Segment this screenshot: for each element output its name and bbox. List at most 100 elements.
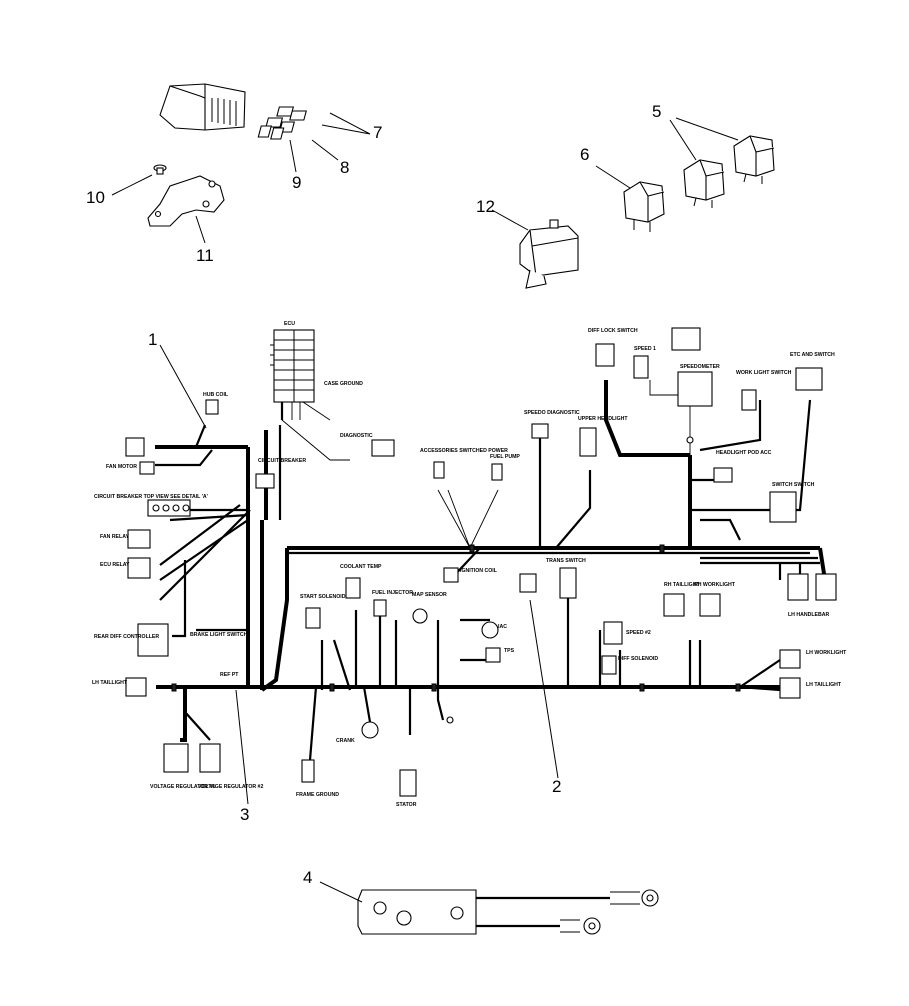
- label-diff-solenoid: DIFF SOLENOID: [618, 656, 658, 662]
- label-voltage-regulator-2: VOLTAGE REGULATOR #2: [198, 784, 263, 790]
- map-sensor: [412, 608, 428, 624]
- crank-sensor: [361, 721, 379, 739]
- rear-diff-controller: [137, 623, 169, 657]
- label-fuel-pump: FUEL PUMP: [490, 454, 520, 460]
- leader-4: [319, 881, 363, 903]
- fan-relay: [127, 529, 151, 549]
- lh-worklight-connector: [779, 649, 801, 669]
- label-tps: TPS: [504, 648, 515, 654]
- label-circuit-breaker: CIRCUIT BREAKER: [258, 458, 306, 464]
- start-solenoid: [305, 607, 321, 629]
- label-trans-switch: TRANS SWITCH: [546, 558, 586, 564]
- frame-ground-connector: [301, 759, 315, 783]
- lh-handlebar-connector: [787, 573, 837, 601]
- label-fuel-injector: FUEL INJECTOR: [372, 590, 413, 596]
- leader-10: [111, 174, 153, 196]
- callout-4: 4: [303, 868, 312, 887]
- work-light-switch: [741, 389, 757, 411]
- terminal-part-7-8-9: [257, 106, 307, 140]
- harness-main-trunks: [155, 330, 827, 761]
- stator-connector: [399, 769, 417, 797]
- label-circuit-breaker-top: CIRCUIT BREAKER TOP VIEW SEE DETAIL 'A': [94, 494, 208, 500]
- callout-2: 2: [552, 777, 561, 796]
- inline-markers: [171, 436, 741, 724]
- label-speedometer: SPEEDOMETER: [680, 364, 720, 370]
- leader-9: [289, 139, 297, 173]
- callout-7: 7: [373, 123, 382, 142]
- circuit-breaker-detail: [147, 499, 191, 517]
- connector-housing-part: [159, 83, 246, 131]
- label-speed-1: SPEED 1: [634, 346, 656, 352]
- diff-lock-switch: [595, 343, 615, 367]
- callout-12: 12: [476, 197, 495, 216]
- label-accessories-switched-power: ACCESSORIES SWITCHED POWER: [420, 448, 508, 454]
- label-brake-light-switch: BRAKE LIGHT SWITCH: [190, 632, 248, 638]
- label-ignition-coil: IGNITION COIL: [460, 568, 498, 574]
- label-coolant-temp: COOLANT TEMP: [340, 564, 382, 570]
- label-switch-switch: SWITCH SWITCH: [772, 482, 815, 488]
- headlight-pod-acc: [713, 467, 733, 483]
- fuel-pump-connector: [491, 463, 503, 481]
- accessories-switched-power: [433, 461, 445, 479]
- leader-6: [595, 165, 631, 189]
- label-map-sensor: MAP SENSOR: [412, 592, 447, 598]
- callout-9: 9: [292, 173, 301, 192]
- label-rh-taillight: RH TAILLIGHT: [664, 582, 700, 588]
- leader-7: [321, 112, 371, 135]
- label-ecu-relay: ECU RELAY: [100, 562, 130, 568]
- lh-taillight-right-connector: [779, 677, 801, 699]
- coolant-temp-sensor: [345, 577, 361, 599]
- label-hub-coil: HUB COIL: [203, 392, 229, 398]
- tps-connector: [485, 647, 501, 663]
- label-iac: IAC: [498, 624, 507, 630]
- label-lh-taillight: LH TAILLIGHT: [92, 680, 128, 686]
- leader-5: [669, 117, 739, 161]
- ecu-relay: [127, 557, 151, 579]
- label-ref-pt: REF PT: [220, 672, 239, 678]
- circuit-breaker-part: [255, 473, 275, 489]
- relay-part-12: [519, 219, 579, 289]
- label-stator: STATOR: [396, 802, 417, 808]
- label-lh-handlebar: LH HANDLEBAR: [788, 612, 829, 618]
- speed-2-connector: [603, 621, 623, 645]
- ignition-coil: [443, 567, 459, 583]
- relay-part-5b: [733, 135, 775, 184]
- fuel-injector: [373, 599, 387, 617]
- hub-coil-connector: [205, 399, 219, 415]
- label-crank: CRANK: [336, 738, 355, 744]
- switch-switch: [769, 491, 797, 523]
- label-speedo-diagnostic: SPEEDO DIAGNOSTIC: [524, 410, 580, 416]
- callout-11: 11: [196, 246, 214, 265]
- diagnostic-connector: [371, 439, 395, 457]
- label-etc-and-switch: ETC AND SWITCH: [790, 352, 835, 358]
- speedometer-connector: [671, 327, 713, 407]
- label-lh-taillight-right: LH TAILLIGHT: [806, 682, 842, 688]
- iac-connector: [481, 621, 499, 639]
- voltage-regulator-1: [163, 743, 189, 773]
- callout-8: 8: [340, 158, 349, 177]
- label-diagnostic: DIAGNOSTIC: [340, 433, 373, 439]
- label-upper-headlight: UPPER HEADLIGHT: [578, 416, 628, 422]
- bracket-part-11: [147, 175, 225, 227]
- leader-1: [159, 344, 207, 429]
- etc-and-switch: [795, 367, 823, 391]
- label-rh-worklight: RH WORKLIGHT: [694, 582, 736, 588]
- rh-worklight-connector: [699, 593, 721, 617]
- diff-solenoid-connector: [601, 655, 617, 675]
- upper-headlight-connector: [579, 427, 597, 457]
- bolt-part-10: [153, 164, 167, 175]
- speed-1-connector: [633, 355, 649, 379]
- rh-taillight-connector: [663, 593, 685, 617]
- label-lh-worklight: LH WORKLIGHT: [806, 650, 847, 656]
- label-start-solenoid: START SOLENOID: [300, 594, 346, 600]
- label-case-ground: CASE GROUND: [324, 381, 363, 387]
- label-voltage-regulator-1: VOLTAGE REGULATOR #1: [150, 784, 215, 790]
- leader-3: [235, 689, 249, 805]
- leader-12: [491, 209, 529, 231]
- lh-taillight-connector: [125, 677, 147, 697]
- label-speed-2: SPEED #2: [626, 630, 651, 636]
- callout-3: 3: [240, 805, 249, 824]
- ground-strap-part-4: [357, 889, 659, 935]
